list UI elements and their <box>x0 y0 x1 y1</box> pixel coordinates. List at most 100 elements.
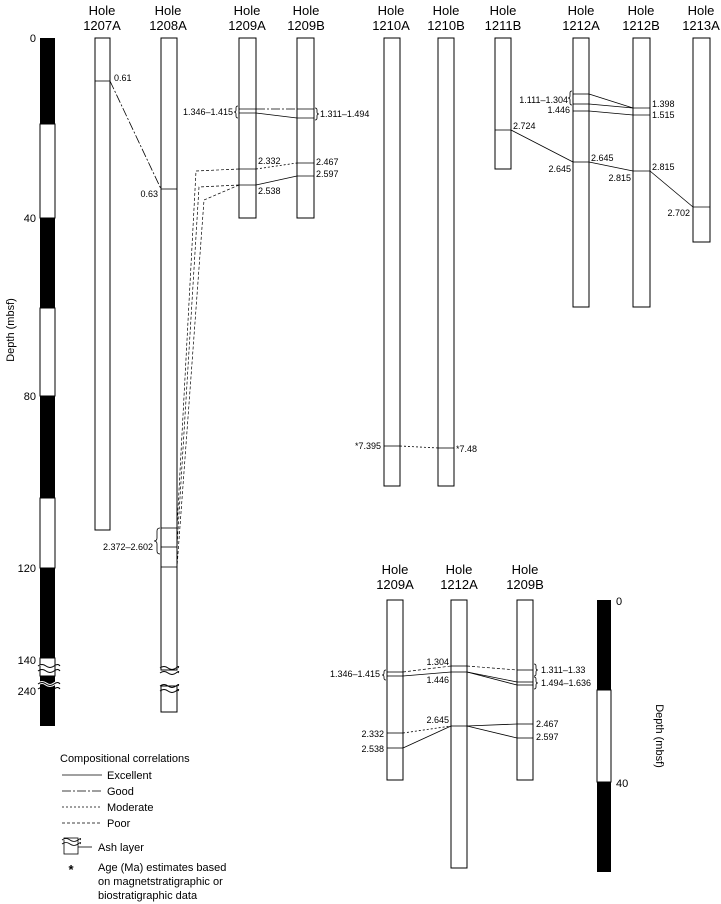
hole-header-word: Hole <box>234 3 261 18</box>
interval-braces <box>153 90 573 555</box>
correlation-lines <box>109 80 694 568</box>
inset-brace-1209b-upper <box>533 663 539 677</box>
ash-horizons <box>95 80 710 568</box>
inset-brace-1209b-lower <box>533 676 539 690</box>
correlation-moderate <box>255 162 298 170</box>
legend-ash-swatch <box>61 837 92 855</box>
depth-tick-120: 120 <box>18 563 36 575</box>
age-label: 2.538 <box>258 186 281 196</box>
age-label: 1.111–1.304 <box>519 95 568 105</box>
inset-correlation-poor <box>466 665 518 671</box>
age-label: 2.372–2.602 <box>103 542 153 552</box>
age-label: 1.398 <box>652 99 675 109</box>
age-label: 2.815 <box>652 162 675 172</box>
depth-tick-80: 80 <box>24 391 36 403</box>
age-label: 2.815 <box>608 173 631 183</box>
hole-headers: Hole 1207A Hole 1208A Hole 1209A Hole 12… <box>83 3 720 33</box>
correlation-poor <box>176 168 240 529</box>
inset-correlation-moderate <box>402 725 452 734</box>
inset-age-label: 2.332 <box>361 729 384 739</box>
hole-column-1208a <box>160 37 178 671</box>
age-label: 1.311–1.494 <box>320 109 369 119</box>
hole-column-1212a <box>572 37 590 308</box>
hole-header-word: Hole <box>433 3 460 18</box>
inset-hole-column-1209a <box>386 599 404 781</box>
inset-correlation-excellent <box>402 725 452 749</box>
hole-header-word: Hole <box>89 3 116 18</box>
inset-depth-axis-label: Depth (mbsf) <box>653 704 665 768</box>
hole-column-1212b <box>632 37 651 308</box>
hole-header-id: 1210B <box>427 18 465 33</box>
age-label: 1.446 <box>547 105 570 115</box>
age-label: 2.702 <box>667 208 690 218</box>
legend-asterisk: * <box>68 862 74 877</box>
inset-age-label: 2.538 <box>361 744 384 754</box>
inset-scale-white-band <box>596 689 612 783</box>
age-label: 0.63 <box>140 189 158 199</box>
correlation-excellent <box>588 161 634 172</box>
hole-column-1210b <box>437 37 455 487</box>
inset-correlation-excellent <box>402 671 452 677</box>
scale-black-band <box>40 218 55 308</box>
age-label: *7.395 <box>355 441 381 451</box>
inset-hole-header-word: Hole <box>382 562 409 577</box>
inset-braces <box>381 663 539 690</box>
age-labels: 0.61 0.63 2.372–2.602 1.346–1.415 2.332 … <box>103 73 690 552</box>
age-label: 2.332 <box>258 156 281 166</box>
correlation-good <box>109 80 162 190</box>
hole-header-word: Hole <box>688 3 715 18</box>
inset-hole-header-id: 1209B <box>506 577 544 592</box>
correlation-poor <box>176 184 240 548</box>
brace-1209b <box>314 107 320 121</box>
scale-break-mark <box>37 682 61 686</box>
hole-header-id: 1208A <box>149 18 187 33</box>
inset-age-label: 1.494–1.636 <box>541 678 591 688</box>
correlation-excellent <box>255 112 298 119</box>
age-label: 1.346–1.415 <box>183 107 233 117</box>
inset-age-label: 2.645 <box>426 715 449 725</box>
inset-age-label: 1.346–1.415 <box>330 669 380 679</box>
correlation-poor <box>176 184 240 568</box>
age-label: 0.61 <box>114 73 132 83</box>
inset-correlation-excellent <box>466 671 518 686</box>
inset-depth-tick-0: 0 <box>616 596 622 608</box>
hole-1208a-break <box>159 684 180 688</box>
hole-header-id: 1213A <box>682 18 720 33</box>
hole-header-word: Hole <box>490 3 517 18</box>
legend-excellent-label: Excellent <box>107 770 152 782</box>
scale-white-band <box>39 497 56 569</box>
inset-scale-black-band <box>597 600 611 690</box>
inset-brace-1209a <box>381 669 387 681</box>
inset-headers: Hole 1209A Hole 1212A Hole 1209B <box>376 562 544 592</box>
hole-header-word: Hole <box>378 3 405 18</box>
hole-column-1209a <box>238 37 257 219</box>
main-depth-scale: 0 40 80 120 140 240 Depth (mbsf) <box>5 33 62 726</box>
inset-ash-horizons <box>387 665 533 749</box>
hole-header-id: 1211B <box>485 18 522 33</box>
inset-hole-header-word: Hole <box>512 562 539 577</box>
hole-header-id: 1207A <box>83 18 121 33</box>
depth-tick-0: 0 <box>30 33 36 45</box>
brace-1209a <box>233 105 239 119</box>
depth-axis-label: Depth (mbsf) <box>5 298 17 362</box>
inset-age-label: 1.446 <box>426 675 449 685</box>
age-label: 2.724 <box>513 121 536 131</box>
age-label: 2.645 <box>548 164 571 174</box>
scale-break-mark <box>37 687 61 691</box>
depth-tick-40: 40 <box>24 213 36 225</box>
hole-column-1209b <box>296 37 315 219</box>
correlation-moderate <box>399 445 439 449</box>
legend-good-label: Good <box>107 786 134 798</box>
brace-1212a <box>567 90 573 106</box>
legend-age-note-line1: Age (Ma) estimates based <box>98 862 226 874</box>
scale-black-band <box>40 38 55 124</box>
inset-correlation-poor <box>402 665 452 673</box>
legend-moderate-label: Moderate <box>107 802 153 814</box>
age-label: 2.597 <box>316 169 339 179</box>
hole-header-id: 1210A <box>372 18 410 33</box>
hole-column-1211b <box>494 37 512 170</box>
legend: Compositional correlations Excellent Goo… <box>60 753 226 902</box>
hole-header-id: 1212B <box>622 18 660 33</box>
inset-correlation-excellent <box>466 671 518 683</box>
hole-header-word: Hole <box>568 3 595 18</box>
